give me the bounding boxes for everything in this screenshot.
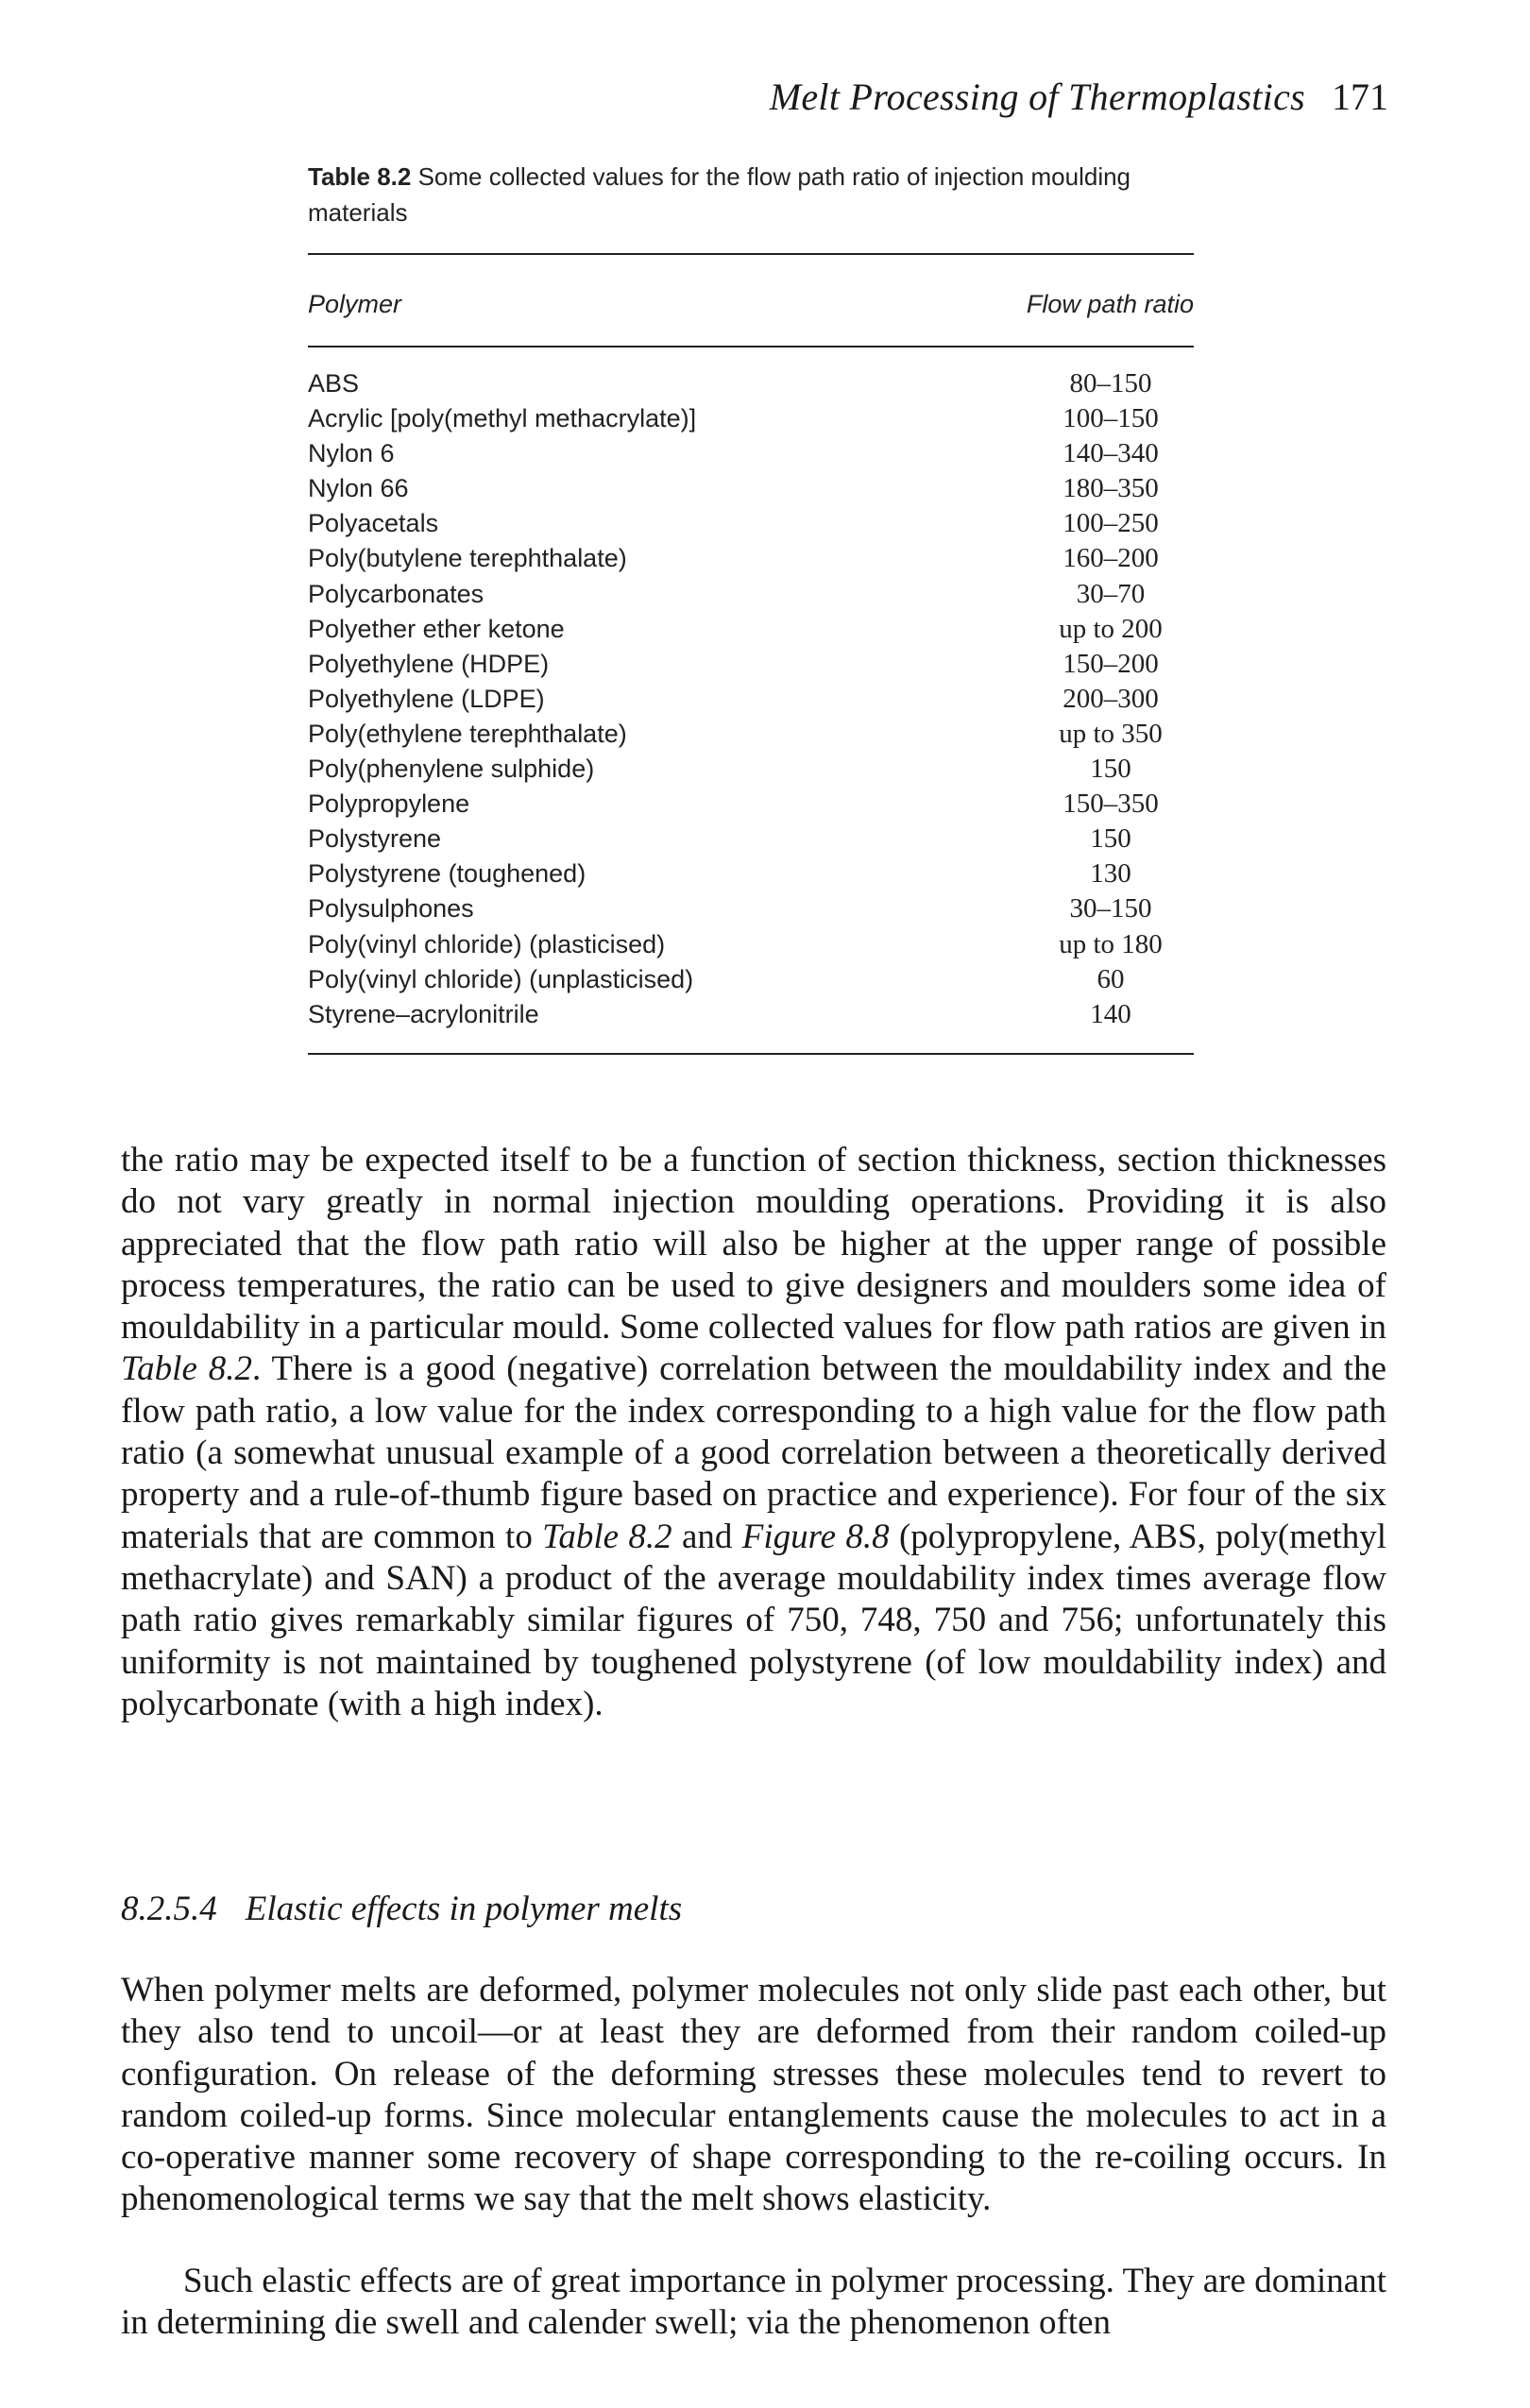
- running-title: Melt Processing of Thermoplastics: [769, 76, 1305, 118]
- page-number: 171: [1332, 76, 1388, 118]
- polymer-cell: Poly(vinyl chloride) (unplasticised): [308, 964, 694, 993]
- table-row: Polyacetals 100–250: [308, 506, 1194, 541]
- polymer-cell: Polystyrene (toughened): [308, 859, 586, 889]
- polymer-cell: Polycarbonates: [308, 579, 484, 608]
- table-caption-text: Some collected values for the flow path …: [308, 162, 1131, 227]
- flow-path-ratio-cell: 200–300: [1062, 683, 1159, 714]
- paragraph1-part-d: (polypropylene, ABS, poly(methyl methacr…: [121, 1517, 1386, 1723]
- table-caption-label: Table 8.2: [308, 162, 412, 191]
- section-title: Elastic effects in polymer melts: [245, 1890, 683, 1928]
- table-row: Polycarbonates 30–70: [308, 577, 1194, 612]
- table-header-row: Polymer Flow path ratio: [308, 287, 1194, 321]
- table-row: Styrene–acrylonitrile 140: [308, 997, 1194, 1032]
- flow-path-ratio-cell: 150–350: [1062, 789, 1159, 820]
- table-row: Poly(ethylene terephthalate) up to 350: [308, 717, 1194, 752]
- table-reference: Table 8.2: [542, 1517, 672, 1556]
- polymer-cell: Polysulphones: [308, 894, 474, 924]
- polymer-cell: Polystyrene: [308, 824, 442, 854]
- polymer-cell: ABS: [308, 369, 360, 398]
- polymer-cell: Poly(vinyl chloride) (plasticised): [308, 929, 666, 958]
- table-row: Polysulphones 30–150: [308, 891, 1194, 926]
- table-row: Nylon 66 180–350: [308, 471, 1194, 506]
- column-header-polymer: Polymer: [308, 290, 402, 318]
- flow-path-ratio-cell: 150: [1090, 823, 1131, 855]
- table-row: Poly(vinyl chloride) (plasticised) up to …: [308, 927, 1194, 962]
- polymer-cell: Poly(phenylene sulphide): [308, 755, 595, 784]
- table-row: Polyethylene (HDPE) 150–200: [308, 647, 1194, 682]
- table-row: Polypropylene 150–350: [308, 787, 1194, 822]
- paragraph1-part-a: the ratio may be expected itself to be a…: [121, 1141, 1386, 1348]
- paragraph1-part-b: . There is a good (negative) correlation…: [121, 1349, 1386, 1556]
- flow-path-ratio-table: Table 8.2 Some collected values for the …: [308, 159, 1194, 1055]
- paragraph-elastic-importance: Such elastic effects are of great import…: [121, 2261, 1386, 2345]
- table-row: Nylon 6 140–340: [308, 436, 1194, 471]
- section-heading: 8.2.5.4 Elastic effects in polymer melts: [121, 1889, 682, 1930]
- table-row: Polystyrene (toughened) 130: [308, 856, 1194, 891]
- table-row: Acrylic [poly(methyl methacrylate)] 100–1…: [308, 401, 1194, 436]
- flow-path-ratio-cell: up to 200: [1059, 613, 1163, 644]
- flow-path-ratio-cell: 140–340: [1062, 438, 1159, 469]
- flow-path-ratio-cell: up to 350: [1059, 718, 1163, 749]
- flow-path-ratio-cell: 100–250: [1062, 508, 1159, 539]
- section-number: 8.2.5.4: [121, 1890, 217, 1928]
- table-row: Poly(phenylene sulphide) 150: [308, 752, 1194, 787]
- flow-path-ratio-cell: 60: [1096, 963, 1125, 994]
- flow-path-ratio-cell: 80–150: [1069, 368, 1152, 399]
- paragraph1-part-c: and: [672, 1517, 742, 1556]
- polymer-cell: Polyacetals: [308, 509, 439, 538]
- polymer-cell: Poly(butylene terephthalate): [308, 544, 627, 573]
- polymer-cell: Acrylic [poly(methyl methacrylate)]: [308, 404, 697, 433]
- paragraph-elastic-effects: When polymer melts are deformed, polymer…: [121, 1970, 1386, 2221]
- flow-path-ratio-cell: 150–200: [1062, 648, 1159, 679]
- flow-path-ratio-cell: 130: [1090, 858, 1131, 890]
- paragraph3-text: Such elastic effects are of great import…: [121, 2262, 1386, 2343]
- table-bottom-rule: [308, 1052, 1194, 1055]
- table-row: Poly(butylene terephthalate) 160–200: [308, 541, 1194, 576]
- flow-path-ratio-cell: 160–200: [1062, 543, 1159, 574]
- polymer-cell: Polyethylene (HDPE): [308, 649, 550, 678]
- table-header-rule: [308, 346, 1194, 348]
- table-row: Polyether ether ketone up to 200: [308, 612, 1194, 647]
- table-top-rule: [308, 253, 1194, 255]
- table-row: ABS 80–150: [308, 366, 1194, 401]
- running-header: Melt Processing of Thermoplastics 171: [123, 74, 1388, 121]
- polymer-cell: Nylon 66: [308, 474, 409, 503]
- paragraph2-text: When polymer melts are deformed, polymer…: [121, 1971, 1386, 2219]
- polymer-cell: Polypropylene: [308, 789, 470, 819]
- polymer-cell: Nylon 6: [308, 439, 395, 468]
- table-caption: Table 8.2 Some collected values for the …: [308, 159, 1194, 230]
- paragraph-flow-path-discussion: the ratio may be expected itself to be a…: [121, 1140, 1386, 1725]
- polymer-cell: Polyether ether ketone: [308, 614, 565, 643]
- polymer-cell: Polyethylene (LDPE): [308, 684, 545, 713]
- flow-path-ratio-cell: 150: [1090, 754, 1131, 785]
- table-row: Polystyrene 150: [308, 822, 1194, 856]
- flow-path-ratio-cell: 30–70: [1076, 578, 1146, 609]
- flow-path-ratio-cell: 30–150: [1069, 893, 1152, 924]
- polymer-cell: Styrene–acrylonitrile: [308, 999, 539, 1028]
- table-row: Poly(vinyl chloride) (unplasticised) 60: [308, 962, 1194, 997]
- figure-reference: Figure 8.8: [741, 1517, 890, 1556]
- flow-path-ratio-cell: 180–350: [1062, 473, 1159, 504]
- flow-path-ratio-cell: up to 180: [1059, 928, 1163, 959]
- flow-path-ratio-cell: 140: [1090, 998, 1131, 1029]
- polymer-cell: Poly(ethylene terephthalate): [308, 719, 627, 748]
- flow-path-ratio-cell: 100–150: [1062, 403, 1159, 434]
- column-header-flow-path-ratio: Flow path ratio: [1026, 290, 1194, 318]
- table-row: Polyethylene (LDPE) 200–300: [308, 682, 1194, 717]
- table-reference: Table 8.2: [121, 1349, 253, 1389]
